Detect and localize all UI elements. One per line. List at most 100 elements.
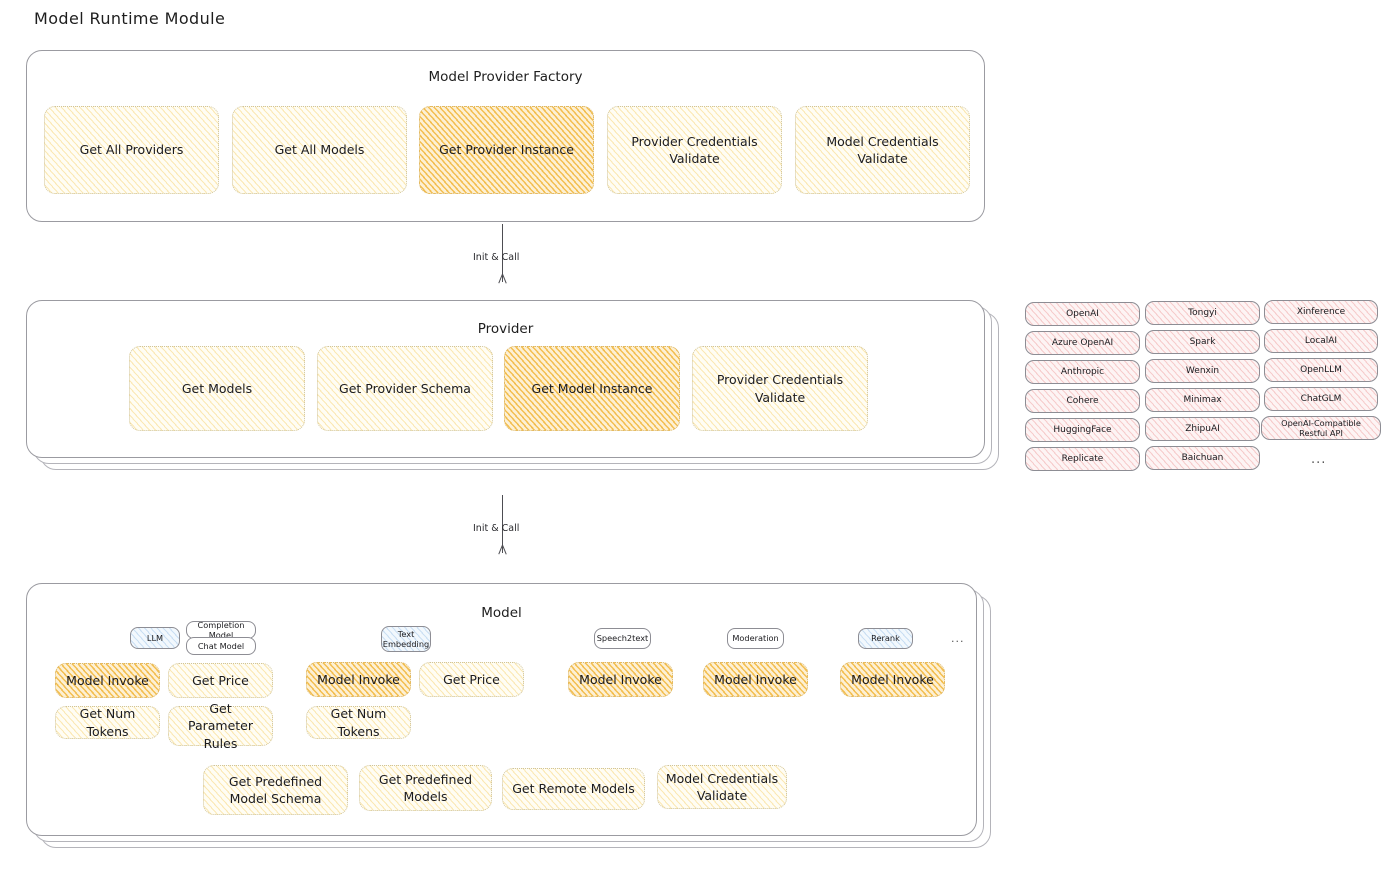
chip-label: LocalAI [1304,335,1338,346]
factory-box-provider-credentials-validate[interactable]: Provider Credentials Validate [607,106,782,194]
box-label: Get All Models [274,142,365,158]
box-label: Get All Providers [79,142,184,158]
box-label: Get Provider Instance [439,142,574,158]
box-label: Get Provider Schema [339,380,471,396]
chip-label: OpenAI-Compatible Restful API [1281,417,1361,438]
model-llm-box-model-invoke[interactable]: Model Invoke [55,663,160,698]
model-title: Model [481,605,522,621]
box-label: Model Invoke [317,671,400,687]
model-type-chip-rerank[interactable]: Rerank [858,628,913,649]
box-label: Get Predefined Models [378,771,473,804]
provider-chip-azure-openai[interactable]: Azure OpenAI [1025,331,1140,355]
chip-label: Cohere [1066,395,1099,406]
model-speech2text-box-model-invoke[interactable]: Model Invoke [568,662,673,697]
provider-chip-anthropic[interactable]: Anthropic [1025,360,1140,384]
box-label: Get Price [443,671,500,687]
model-type-chip-speech2text[interactable]: Speech2text [594,628,651,649]
provider-title: Provider [477,321,534,337]
model-llm-box-get-num-tokens[interactable]: Get Num Tokens [55,706,160,739]
arrow-provider-to-model-label: Init & Call [473,523,520,534]
box-label: Model Invoke [579,671,662,687]
chip-label: Text Embedding [382,628,430,649]
chip-label: OpenLLM [1300,364,1342,375]
chip-label: OpenAI [1066,308,1099,319]
box-label: Model Invoke [714,671,797,687]
provider-chip-openai-compatible-restful-api[interactable]: OpenAI-Compatible Restful API [1261,416,1381,440]
chip-label: Chat Model [197,640,245,651]
provider-chip-minimax[interactable]: Minimax [1145,388,1260,412]
arrow-factory-to-provider-label: Init & Call [473,252,520,263]
provider-chip-xinference[interactable]: Xinference [1264,300,1378,324]
factory-box-get-all-models[interactable]: Get All Models [232,106,407,194]
model-llm-box-get-price[interactable]: Get Price [168,663,273,698]
model-type-chip-chat-model[interactable]: Chat Model [186,637,256,655]
box-label: Model Credentials Validate [826,133,939,166]
chip-label: Moderation [732,633,779,644]
provider-chip-huggingface[interactable]: HuggingFace [1025,418,1140,442]
model-box-model-credentials-validate[interactable]: Model Credentials Validate [657,765,787,809]
chip-label: Speech2text [596,633,649,644]
model-box-get-predefined-models[interactable]: Get Predefined Models [359,765,492,811]
factory-title: Model Provider Factory [428,69,583,85]
box-label: Get Predefined Model Schema [228,773,323,806]
box-label: Model Invoke [851,671,934,687]
model-text-embedding-box-model-invoke[interactable]: Model Invoke [306,662,411,697]
provider-chip-spark[interactable]: Spark [1145,330,1260,354]
box-label: Model Credentials Validate [665,770,779,803]
box-label: Get Model Instance [531,380,653,396]
chip-label: Anthropic [1060,366,1105,377]
arrow-provider-to-model-head [497,545,508,556]
chip-label: Baichuan [1181,452,1224,463]
provider-chip-baichuan[interactable]: Baichuan [1145,446,1260,470]
box-label: Model Invoke [66,672,149,688]
chip-label: Xinference [1296,306,1346,317]
model-moderation-box-model-invoke[interactable]: Model Invoke [703,662,808,697]
model-types-more: ... [951,632,965,645]
box-label: Provider Credentials Validate [631,133,758,166]
model-box-get-remote-models[interactable]: Get Remote Models [502,768,645,810]
provider-chip-openai[interactable]: OpenAI [1025,302,1140,326]
factory-box-get-all-providers[interactable]: Get All Providers [44,106,219,194]
provider-chip-localai[interactable]: LocalAI [1264,329,1378,353]
model-text-embedding-box-get-num-tokens[interactable]: Get Num Tokens [306,706,411,739]
arrow-factory-to-provider-line [502,224,503,282]
factory-box-model-credentials-validate[interactable]: Model Credentials Validate [795,106,970,194]
page-title: Model Runtime Module [34,9,226,28]
arrow-factory-to-provider-head [497,274,508,285]
provider-box-provider-credentials-validate[interactable]: Provider Credentials Validate [692,346,868,431]
model-type-chip-llm[interactable]: LLM [130,627,180,649]
provider-list-more: ... [1311,452,1327,467]
box-label: Get Price [192,672,249,688]
provider-chip-openllm[interactable]: OpenLLM [1264,358,1378,382]
chip-label: Tongyi [1188,307,1217,318]
provider-chip-chatglm[interactable]: ChatGLM [1264,387,1378,411]
box-label: Get Parameter Rules [187,701,254,751]
chip-label: LLM [146,632,164,643]
chip-label: Completion Model [197,619,245,640]
provider-box-get-provider-schema[interactable]: Get Provider Schema [317,346,493,431]
chip-label: Azure OpenAI [1051,337,1114,348]
model-text-embedding-box-get-price[interactable]: Get Price [419,662,524,697]
model-type-chip-completion-model[interactable]: Completion Model [186,619,256,640]
provider-chip-replicate[interactable]: Replicate [1025,447,1140,471]
box-label: Get Models [181,380,253,396]
provider-chip-wenxin[interactable]: Wenxin [1145,359,1260,383]
provider-chip-zhipuai[interactable]: ZhipuAI [1145,417,1260,441]
box-label: Provider Credentials Validate [716,372,844,405]
chip-label: ChatGLM [1300,393,1342,404]
chip-label: HuggingFace [1053,424,1112,435]
model-box-get-predefined-model-schema[interactable]: Get Predefined Model Schema [203,765,348,815]
factory-box-get-provider-instance[interactable]: Get Provider Instance [419,106,594,194]
model-rerank-box-model-invoke[interactable]: Model Invoke [840,662,945,697]
provider-box-get-model-instance[interactable]: Get Model Instance [504,346,680,431]
provider-box-get-models[interactable]: Get Models [129,346,305,431]
chip-label: Replicate [1061,453,1104,464]
box-label: Get Num Tokens [79,706,136,739]
model-type-chip-moderation[interactable]: Moderation [727,628,784,649]
provider-chip-tongyi[interactable]: Tongyi [1145,301,1260,325]
chip-label: Wenxin [1185,365,1220,376]
model-llm-box-get-parameter-rules[interactable]: Get Parameter Rules [168,701,273,751]
model-type-chip-text-embedding[interactable]: Text Embedding [381,626,431,652]
provider-chip-cohere[interactable]: Cohere [1025,389,1140,413]
